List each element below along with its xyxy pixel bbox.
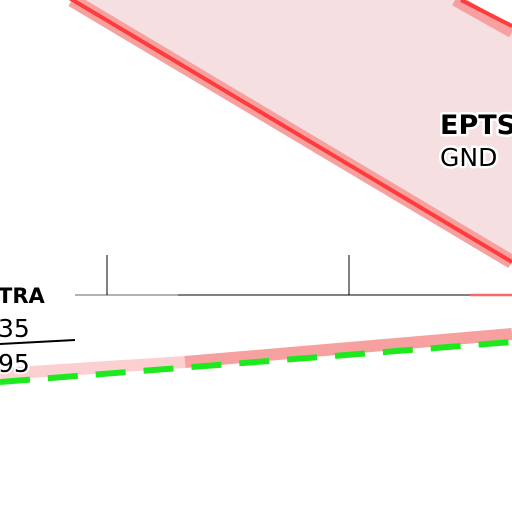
epts-floor-label: GND bbox=[440, 143, 497, 172]
airspace-zone-epts-border-left bbox=[68, 0, 512, 264]
airspace-zone-tra-border-light bbox=[0, 356, 186, 380]
tra-lower-limit-label: 95 bbox=[0, 349, 30, 378]
tra-name-label: TRA bbox=[0, 284, 45, 308]
airspace-zone-epts[interactable] bbox=[66, 0, 512, 269]
epts-name-label: EPTS bbox=[440, 110, 512, 141]
baseline-group bbox=[75, 255, 512, 297]
airspace-zone-epts-halo-top bbox=[452, 0, 512, 38]
tra-upper-limit-label: 35 bbox=[0, 314, 30, 343]
airspace-zone-tra[interactable] bbox=[0, 328, 512, 385]
airspace-zone-tra-border bbox=[184, 328, 512, 368]
tra-limit-divider bbox=[0, 339, 76, 345]
airspace-zone-epts-border-top bbox=[460, 0, 512, 28]
boundary-dashed-line bbox=[0, 339, 512, 385]
